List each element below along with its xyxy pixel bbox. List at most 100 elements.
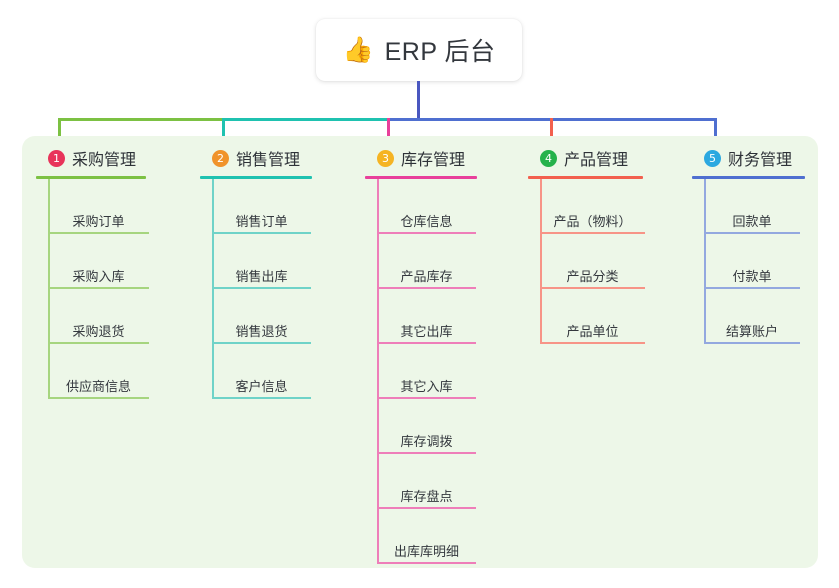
column-spine-4 [540, 179, 542, 344]
list-item[interactable]: 销售出库 [212, 234, 311, 289]
list-item-label: 产品单位 [566, 324, 619, 339]
list-item-rule [48, 232, 149, 234]
list-item-rule [540, 287, 645, 289]
list-item-rule [212, 232, 311, 234]
list-item[interactable]: 销售订单 [212, 179, 311, 234]
list-item-label: 销售订单 [235, 214, 288, 229]
list-item[interactable]: 产品分类 [540, 234, 645, 289]
column-title-5: 财务管理 [728, 152, 793, 169]
column-badge-4: 4 [540, 149, 557, 167]
list-item-label: 采购订单 [72, 214, 125, 229]
column-badge-3: 3 [377, 149, 394, 167]
list-item-label: 仓库信息 [400, 214, 453, 229]
column-rule-5 [692, 176, 805, 179]
list-item-rule [48, 397, 149, 399]
list-item-rule [377, 397, 476, 399]
list-item-rule [704, 342, 800, 344]
list-item[interactable]: 采购订单 [48, 179, 149, 234]
mindmap-panel [22, 136, 818, 568]
column-spine-3 [377, 179, 379, 564]
list-item[interactable]: 结算账户 [704, 289, 800, 344]
column-header-5[interactable]: 5 财务管理 [692, 146, 805, 170]
bus-segment-1 [58, 118, 225, 121]
list-item[interactable]: 仓库信息 [377, 179, 476, 234]
list-item-rule [704, 232, 800, 234]
list-item[interactable]: 采购入库 [48, 234, 149, 289]
list-item[interactable]: 库存调拨 [377, 399, 476, 454]
list-item[interactable]: 库存盘点 [377, 454, 476, 509]
list-item-rule [212, 397, 311, 399]
column-rule-2 [200, 176, 312, 179]
list-item-label: 供应商信息 [65, 379, 131, 394]
list-item[interactable]: 产品（物料） [540, 179, 645, 234]
column-header-3[interactable]: 3 库存管理 [365, 146, 477, 170]
list-item-label: 采购入库 [72, 269, 125, 284]
root-node-card[interactable]: 👍 ERP 后台 [316, 19, 522, 81]
list-item-label: 客户信息 [235, 379, 288, 394]
list-item-label: 采购退货 [72, 324, 125, 339]
list-item-label: 其它出库 [400, 324, 453, 339]
list-item[interactable]: 回款单 [704, 179, 800, 234]
column-badge-2: 2 [212, 149, 229, 167]
trunk-connector [417, 81, 420, 121]
list-item-rule [212, 287, 311, 289]
list-item[interactable]: 付款单 [704, 234, 800, 289]
column-title-1: 采购管理 [72, 152, 137, 169]
column-badge-1: 1 [48, 149, 65, 167]
list-item-rule [377, 452, 476, 454]
list-item-label: 出库库明细 [393, 544, 459, 559]
column-spine-2 [212, 179, 214, 399]
column-title-4: 产品管理 [564, 152, 629, 169]
column-rule-3 [365, 176, 477, 179]
list-item-label: 库存盘点 [400, 489, 453, 504]
list-item-label: 销售出库 [235, 269, 288, 284]
list-item-rule [48, 342, 149, 344]
column-badge-5: 5 [704, 149, 721, 167]
list-item-rule [377, 507, 476, 509]
root-node-title: ERP 后台 [384, 38, 496, 66]
column-items-4: 产品（物料） 产品分类产品单位 [528, 179, 645, 344]
list-item[interactable]: 出库库明细 [377, 509, 476, 564]
column-items-5: 回款单付款单结算账户 [692, 179, 805, 344]
list-item-rule [212, 342, 311, 344]
list-item[interactable]: 产品库存 [377, 234, 476, 289]
thumbs-up-icon: 👍 [342, 35, 374, 64]
list-item-label: 其它入库 [400, 379, 453, 394]
column-header-1[interactable]: 1 采购管理 [36, 146, 146, 170]
list-item-rule [377, 562, 476, 564]
list-item-rule [377, 287, 476, 289]
list-item-rule [540, 232, 645, 234]
list-item[interactable]: 销售退货 [212, 289, 311, 344]
list-item-label: 结算账户 [725, 324, 778, 339]
column-5: 5 财务管理回款单付款单结算账户 [692, 146, 805, 344]
column-spine-1 [48, 179, 50, 399]
list-item-rule [377, 342, 476, 344]
list-item[interactable]: 其它出库 [377, 289, 476, 344]
list-item[interactable]: 产品单位 [540, 289, 645, 344]
column-rule-1 [36, 176, 146, 179]
column-items-2: 销售订单销售出库销售退货客户信息 [200, 179, 312, 399]
bus-segment-2 [222, 118, 390, 121]
list-item-label: 库存调拨 [400, 434, 453, 449]
list-item[interactable]: 供应商信息 [48, 344, 149, 399]
list-item-rule [377, 232, 476, 234]
list-item-label: 产品（物料） [553, 214, 632, 229]
list-item-rule [540, 342, 645, 344]
list-item-label: 付款单 [732, 269, 772, 284]
column-4: 4 产品管理产品（物料） 产品分类产品单位 [528, 146, 645, 344]
column-header-4[interactable]: 4 产品管理 [528, 146, 643, 170]
list-item[interactable]: 采购退货 [48, 289, 149, 344]
list-item-label: 产品库存 [400, 269, 453, 284]
column-spine-5 [704, 179, 706, 344]
column-title-3: 库存管理 [401, 152, 466, 169]
column-items-3: 仓库信息产品库存其它出库其它入库库存调拨库存盘点出库库明细 [365, 179, 477, 564]
list-item[interactable]: 客户信息 [212, 344, 311, 399]
column-items-1: 采购订单采购入库采购退货供应商信息 [36, 179, 149, 399]
list-item-label: 销售退货 [235, 324, 288, 339]
column-rule-4 [528, 176, 643, 179]
list-item-rule [704, 287, 800, 289]
list-item[interactable]: 其它入库 [377, 344, 476, 399]
list-item-label: 产品分类 [566, 269, 619, 284]
